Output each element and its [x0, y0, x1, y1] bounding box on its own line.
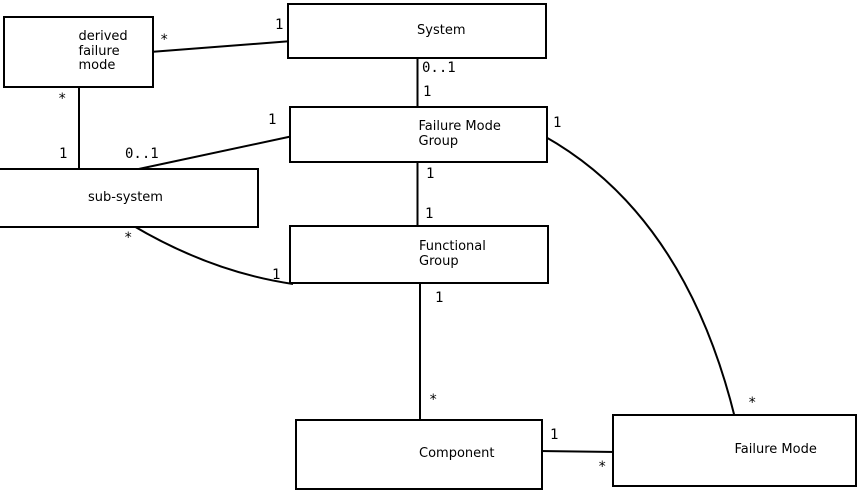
- node-failure-mode-group-label: Failure Mode Group: [418, 118, 501, 149]
- node-failure-mode-label: Failure Mode: [734, 442, 817, 458]
- mult-fmg-fg-at-fmg: 1: [426, 166, 435, 182]
- mult-dfm-subsystem-at-subsystem: 1: [59, 146, 68, 162]
- edge-sub-system-functional-group: [131, 224, 294, 285]
- node-derived-failure-mode-label: derived failure mode: [78, 28, 128, 74]
- mult-system-dfm-at-system: 1: [275, 17, 284, 33]
- mult-system-fmg-at-system: 0..1: [422, 60, 456, 76]
- node-sub-system-label: sub-system: [88, 189, 163, 205]
- node-functional-group: Functional Group: [289, 225, 549, 284]
- mult-subsystem-fg-at-subsystem: *: [124, 230, 133, 246]
- node-functional-group-label: Functional Group: [419, 238, 486, 269]
- mult-system-dfm-at-dfm: *: [160, 32, 169, 48]
- mult-fmg-subsystem-at-fmg: 1: [268, 112, 277, 128]
- edge-system-derived-failure-mode: [149, 40, 293, 53]
- node-derived-failure-mode: derived failure mode: [3, 16, 154, 88]
- node-component: Component: [295, 419, 543, 490]
- edge-component-failure-mode: [538, 450, 617, 453]
- node-system: System: [287, 3, 547, 59]
- mult-fmg-fm-at-fm: *: [748, 395, 757, 411]
- mult-component-fm-at-component: 1: [550, 427, 559, 443]
- mult-fmg-fm-at-fmg: 1: [553, 115, 562, 131]
- mult-component-fm-at-fm: *: [598, 459, 607, 475]
- mult-fg-component-at-fg: 1: [435, 290, 444, 306]
- mult-fmg-subsystem-at-subsystem: 0..1: [125, 146, 159, 162]
- node-system-label: System: [417, 22, 466, 38]
- edge-failure-mode-group-sub-system: [133, 135, 294, 171]
- edge-failure-mode-group-failure-mode: [543, 135, 736, 419]
- mult-fg-component-at-component: *: [429, 392, 438, 408]
- mult-dfm-subsystem-at-dfm: *: [58, 91, 67, 107]
- mult-system-fmg-at-fmg: 1: [423, 84, 432, 100]
- mult-subsystem-fg-at-fg: 1: [272, 267, 281, 283]
- mult-fmg-fg-at-fg: 1: [425, 206, 434, 222]
- node-sub-system: sub-system: [0, 168, 259, 228]
- node-failure-mode-group: Failure Mode Group: [289, 106, 548, 163]
- node-component-label: Component: [419, 446, 495, 462]
- node-failure-mode: Failure Mode: [612, 414, 857, 487]
